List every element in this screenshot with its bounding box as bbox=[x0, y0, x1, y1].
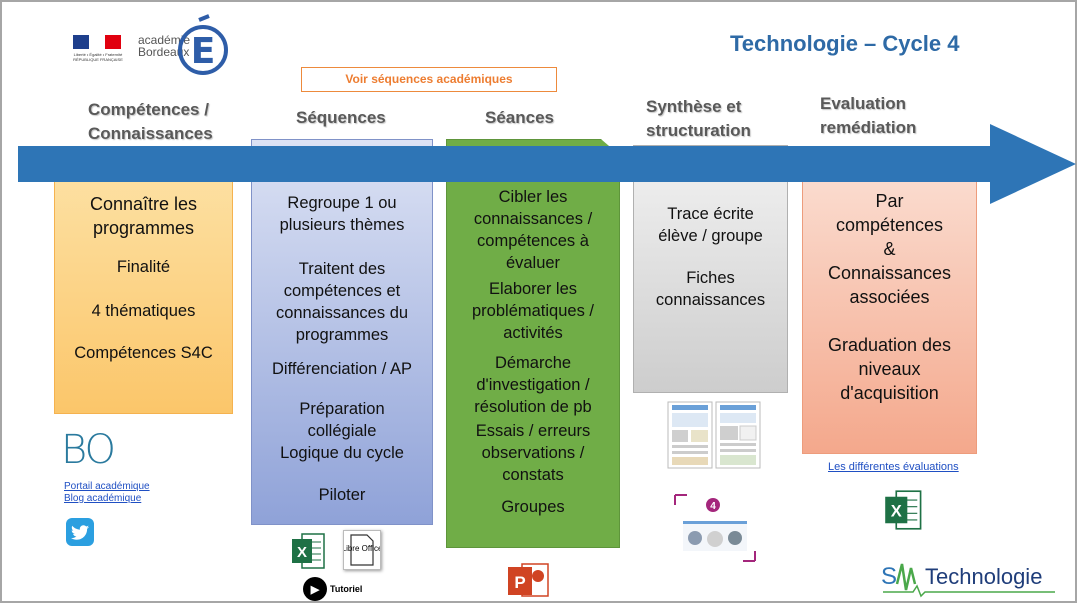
voir-sequences-button[interactable]: Voir séquences académiques bbox=[301, 67, 557, 92]
play-icon: ▶ bbox=[303, 577, 327, 601]
box-competences: Connaître les programmes Finalité 4 thém… bbox=[54, 150, 233, 414]
blog-academique-link[interactable]: Blog académique bbox=[64, 493, 142, 504]
republique-francaise-logo bbox=[73, 35, 121, 49]
sm-technologie-logo: S Technologie bbox=[881, 563, 1055, 598]
box-sequences: Regroupe 1 ou plusieurs thèmes Traitent … bbox=[251, 139, 433, 525]
svg-text:E: E bbox=[191, 31, 216, 72]
tutoriel-link[interactable]: ▶ Tutoriel bbox=[303, 577, 362, 601]
fiches-thumbnails bbox=[667, 401, 761, 469]
box-evaluation: Par compétences & Connaissances associée… bbox=[802, 147, 977, 454]
cycle4-mindmap-thumbnail: 4 bbox=[674, 494, 756, 562]
box-seances: Cibler les connaissances / compétences à… bbox=[446, 139, 620, 548]
svg-text:Technologie: Technologie bbox=[925, 564, 1042, 589]
portail-academique-link[interactable]: Portail académique bbox=[64, 481, 150, 492]
bo-logo: BO bbox=[61, 427, 116, 473]
heading-sequences: Séquences bbox=[296, 108, 386, 127]
academie-label: académie Bordeaux bbox=[138, 33, 191, 59]
excel-icon-evaluation[interactable]: X bbox=[883, 489, 925, 531]
svg-text:X: X bbox=[297, 544, 307, 561]
svg-text:Libre Office: Libre Office bbox=[344, 544, 380, 553]
svg-text:4: 4 bbox=[710, 501, 716, 512]
page-title: Technologie – Cycle 4 bbox=[730, 31, 960, 56]
academie-e-logo: E bbox=[178, 14, 228, 75]
svg-text:S: S bbox=[881, 563, 897, 590]
twitter-icon[interactable] bbox=[66, 518, 94, 546]
svg-text:X: X bbox=[891, 502, 902, 521]
box-synthese: Trace écrite élève / groupe Fiches conna… bbox=[633, 145, 788, 393]
svg-text:P: P bbox=[514, 573, 525, 592]
powerpoint-icon[interactable]: P bbox=[508, 561, 550, 599]
process-arrow bbox=[18, 124, 1076, 204]
heading-competences: Compétences /Connaissances bbox=[88, 100, 213, 143]
evaluations-link[interactable]: Les différentes évaluations bbox=[828, 461, 959, 473]
flag-caption: Liberté • Égalité • Fraternité RÉPUBLIQU… bbox=[73, 52, 123, 62]
libreoffice-icon[interactable]: Libre Office bbox=[342, 530, 383, 570]
excel-icon[interactable]: X bbox=[292, 532, 326, 570]
heading-seances: Séances bbox=[485, 108, 554, 127]
